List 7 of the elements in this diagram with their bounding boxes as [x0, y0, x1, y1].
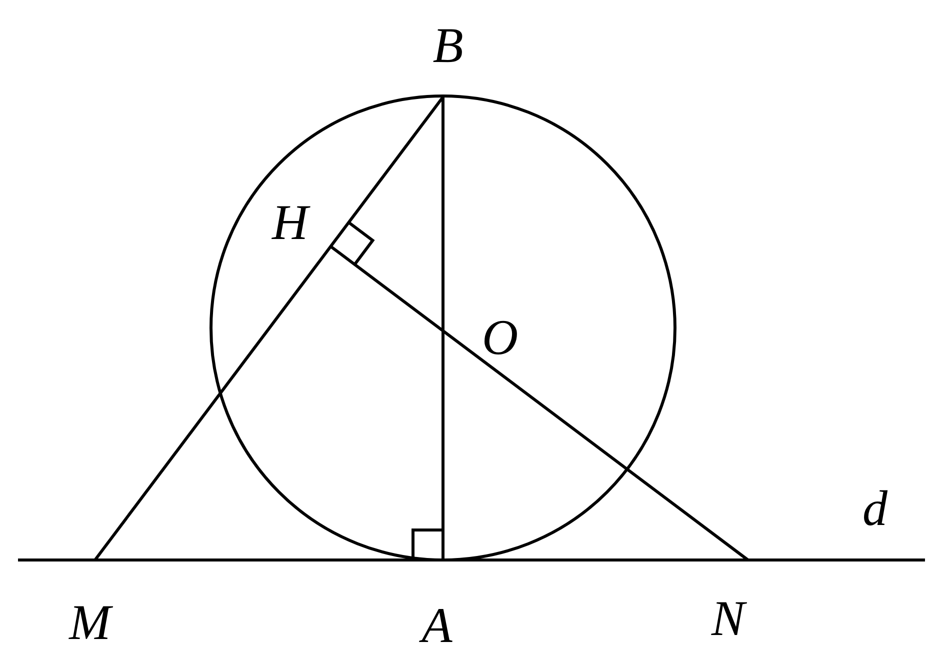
- point-label: d: [862, 483, 888, 533]
- point-label: H: [272, 197, 308, 247]
- point-label: N: [711, 593, 745, 643]
- point-label: O: [482, 312, 518, 362]
- point-label: B: [432, 20, 464, 70]
- point-label: A: [422, 600, 452, 650]
- point-label: M: [69, 597, 111, 647]
